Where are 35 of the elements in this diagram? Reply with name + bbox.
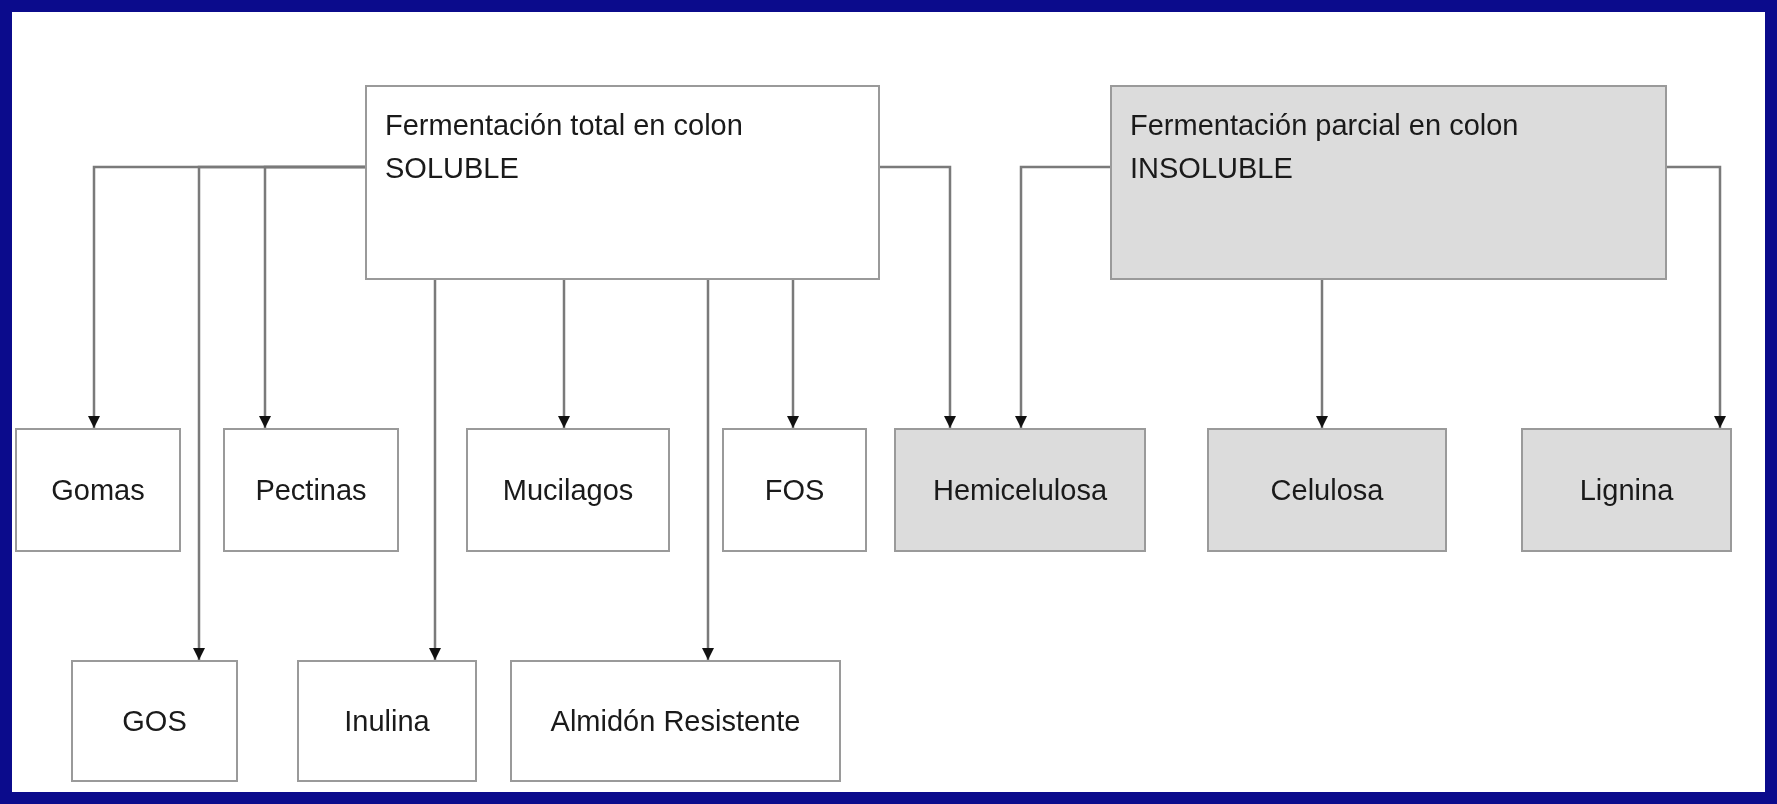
category-box: [365, 85, 880, 280]
arrow: [786, 280, 800, 428]
fiber-box: [71, 660, 238, 782]
fiber-box: [223, 428, 399, 552]
fiber-box: [722, 428, 867, 552]
arrow: [880, 165, 957, 428]
box-subheading: SOLUBLE: [385, 152, 519, 185]
box-label: Mucilagos: [502, 473, 634, 507]
category-box: [1110, 85, 1667, 280]
box-heading: Fermentación total en colon: [385, 109, 743, 142]
box-label: Lignina: [1579, 473, 1674, 507]
fiber-box: [15, 428, 181, 552]
fiber-box: [466, 428, 670, 552]
box-subheading: INSOLUBLE: [1130, 152, 1293, 185]
arrow: [557, 280, 571, 428]
arrow: [428, 280, 442, 660]
box-label: Hemicelulosa: [932, 473, 1108, 507]
fiber-box: [510, 660, 841, 782]
arrow: [1315, 280, 1329, 428]
box-label: GOS: [122, 704, 187, 738]
box-label: Inulina: [344, 704, 430, 738]
box-label: Celulosa: [1270, 473, 1384, 507]
box-heading: Fermentación parcial en colon: [1130, 109, 1519, 142]
arrow: [1014, 165, 1110, 428]
arrow: [258, 165, 365, 428]
fiber-box: [894, 428, 1146, 552]
box-label: Pectinas: [255, 473, 367, 507]
box-label: Almidón Resistente: [550, 704, 801, 738]
fiber-box: [1207, 428, 1447, 552]
fiber-box: [297, 660, 477, 782]
fiber-box: [1521, 428, 1732, 552]
box-label: FOS: [764, 473, 825, 507]
arrow: [701, 280, 715, 660]
arrow: [1667, 165, 1727, 428]
box-label: Gomas: [51, 473, 145, 507]
